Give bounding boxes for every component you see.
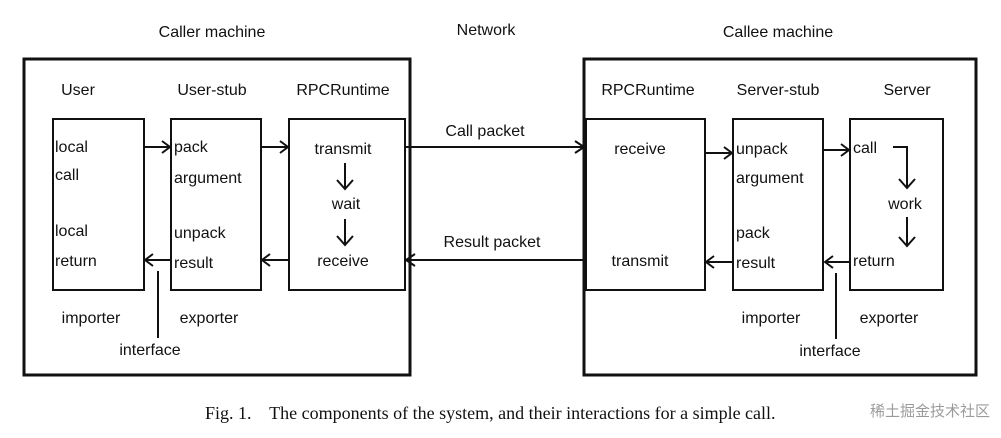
caller-machine-frame: [22, 57, 412, 377]
work-to-return-arrowhead: [898, 236, 916, 248]
user-title: User: [61, 82, 95, 99]
caller-machine-header: Caller machine: [159, 24, 266, 41]
wait-to-receive-arrowhead: [336, 235, 354, 247]
runtime-to-stub-arrow: [260, 253, 288, 267]
caller-rpc-receive: receive: [317, 253, 369, 270]
stub-to-runtime-arrow: [261, 140, 290, 154]
call-packet-label: Call packet: [445, 123, 525, 140]
caller-interface-label: interface: [119, 342, 180, 359]
result-packet-label: Result packet: [444, 234, 541, 251]
callee-rpc-transmit: transmit: [612, 253, 669, 270]
server-stub-title: Server-stub: [737, 82, 820, 99]
user-stub-pack-line1: pack: [174, 139, 209, 156]
server-stub-role-importer: importer: [742, 310, 801, 327]
call-to-work-arrowhead: [898, 178, 916, 190]
user-local-return-line2: return: [55, 253, 97, 270]
server-return: return: [853, 253, 895, 270]
stub-to-user-arrow: [143, 253, 170, 267]
user-stub-unpack-line2: result: [174, 255, 214, 272]
callee-rpc-runtime: RPCRuntime receive transmit: [585, 82, 706, 291]
server-stub-to-server-arrow: [823, 143, 851, 157]
user-local-call-line1: local: [55, 139, 88, 156]
network-header: Network: [457, 22, 517, 39]
user-stub-title: User-stub: [177, 82, 246, 99]
server-title: Server: [883, 82, 931, 99]
server-call: call: [853, 140, 877, 157]
server-stub-to-runtime-arrow: [704, 255, 732, 269]
user-stub-role-exporter: exporter: [180, 310, 239, 327]
user-stub-pack-line2: argument: [174, 170, 242, 187]
callee-server-stub: Server-stub unpack argument pack result …: [732, 82, 824, 327]
user-local-call-line2: call: [55, 167, 79, 184]
transmit-to-wait-arrowhead: [336, 179, 354, 191]
figure-caption: Fig. 1. The components of the system, an…: [205, 403, 776, 423]
callee-interface-label: interface: [799, 343, 860, 360]
result-packet-arrow: [404, 253, 584, 267]
call-to-work-arrow: [893, 146, 908, 187]
caller-user-stub: User-stub pack argument unpack result ex…: [170, 82, 262, 327]
server-to-server-stub-arrow: [823, 255, 849, 269]
server-work: work: [887, 196, 923, 213]
caller-user: User local call local return importer: [52, 82, 145, 327]
server-stub-box: [732, 118, 824, 291]
runtime-to-server-stub-arrow: [705, 146, 734, 160]
user-box: [52, 118, 145, 291]
user-stub-box: [170, 118, 262, 291]
server-stub-pack-line1: pack: [736, 225, 771, 242]
server-stub-unpack-line2: argument: [736, 170, 804, 187]
call-packet-arrow: [405, 140, 586, 154]
user-stub-unpack-line1: unpack: [174, 225, 227, 242]
server-role-exporter: exporter: [860, 310, 919, 327]
user-to-stub-arrow: [144, 140, 172, 154]
callee-machine-header: Callee machine: [723, 24, 833, 41]
caller-rpc-wait: wait: [331, 196, 361, 213]
callee-rpc-box: [585, 118, 706, 291]
callee-rpc-title: RPCRuntime: [601, 82, 694, 99]
callee-server: Server call work return exporter: [849, 82, 944, 327]
caller-rpc-transmit: transmit: [315, 141, 372, 158]
callee-machine-frame: [582, 57, 978, 377]
watermark: 稀土掘金技术社区: [870, 402, 990, 420]
caller-rpc-runtime: RPCRuntime transmit wait receive: [288, 82, 406, 291]
caller-rpc-title: RPCRuntime: [296, 82, 389, 99]
callee-rpc-receive: receive: [614, 141, 666, 158]
server-box: [849, 118, 944, 291]
server-stub-unpack-line1: unpack: [736, 141, 789, 158]
user-local-return-line1: local: [55, 223, 88, 240]
server-stub-pack-line2: result: [736, 255, 776, 272]
caller-rpc-box: [288, 118, 406, 291]
user-role-importer: importer: [62, 310, 121, 327]
